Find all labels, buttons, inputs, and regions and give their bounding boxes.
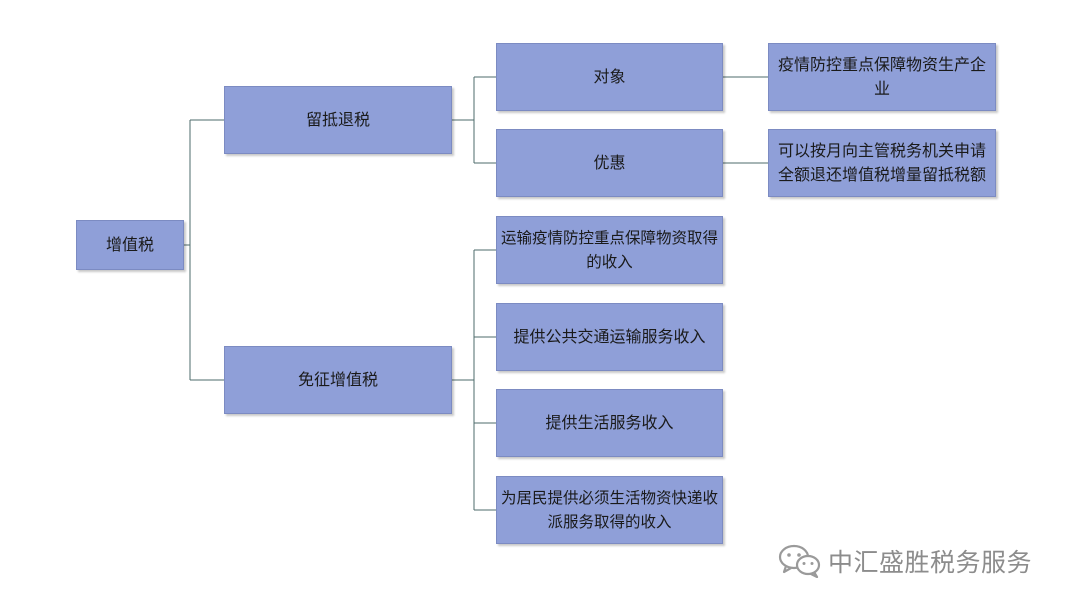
branch-node-exempt: 免征增值税 (224, 346, 452, 414)
child-node-exempt-3: 提供生活服务收入 (496, 389, 723, 457)
wechat-icon (778, 544, 821, 578)
child-node-exempt-1: 运输疫情防控重点保障物资取得的收入 (496, 216, 723, 284)
watermark-text: 中汇盛胜税务服务 (828, 548, 1033, 577)
branch-node-refund: 留抵退税 (224, 86, 452, 154)
child-node-exempt-4: 为居民提供必须生活物资快递收派服务取得的收入 (496, 476, 723, 544)
watermark: 中汇盛胜税务服务 (778, 541, 1032, 581)
root-node-vat: 增值税 (76, 220, 184, 270)
child-node-target: 对象 (496, 43, 723, 111)
child-node-benefit: 优惠 (496, 129, 723, 197)
detail-node-benefit: 可以按月向主管税务机关申请全额退还增值税增量留抵税额 (768, 129, 996, 197)
child-node-exempt-2: 提供公共交通运输服务收入 (496, 303, 723, 371)
detail-node-target: 疫情防控重点保障物资生产企业 (768, 43, 996, 111)
